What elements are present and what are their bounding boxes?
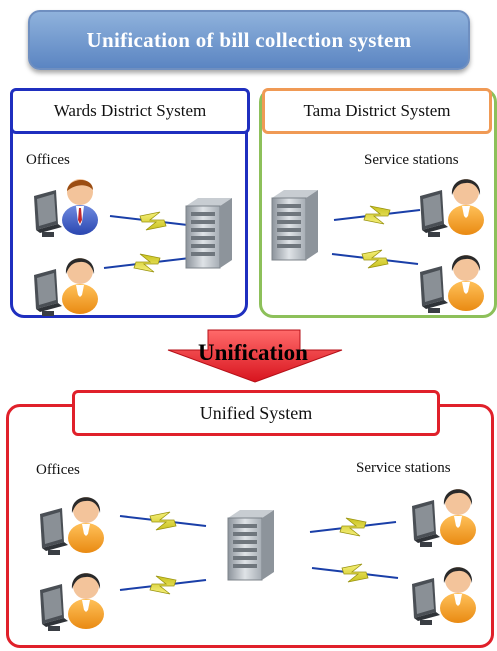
tama-service-stations-caption: Service stations — [364, 152, 459, 168]
page-title: Unification of bill collection system — [28, 10, 470, 70]
service-station-computer-icon — [412, 567, 476, 625]
office-computer-icon — [40, 573, 104, 631]
service-station-computer-icon — [420, 179, 484, 237]
wards-offices-caption: Offices — [26, 152, 70, 168]
wards-district-label: Wards District System — [10, 88, 250, 134]
office-computer-icon — [34, 258, 98, 316]
unified-offices-caption: Offices — [36, 462, 80, 478]
service-station-computer-icon — [420, 255, 484, 313]
office-computer-icon — [34, 179, 98, 237]
office-computer-icon — [40, 497, 104, 555]
service-station-computer-icon — [412, 489, 476, 547]
unified-system-label: Unified System — [72, 390, 440, 436]
server-icon — [271, 189, 319, 261]
wireless-link-icon — [119, 511, 207, 531]
wireless-link-icon — [333, 205, 421, 225]
tama-district-label: Tama District System — [262, 88, 492, 134]
wireless-link-icon — [119, 575, 207, 595]
server-icon — [185, 197, 233, 269]
server-icon — [227, 509, 275, 581]
unification-label: Unification — [198, 340, 308, 365]
wireless-link-icon — [309, 517, 397, 537]
wireless-link-icon — [331, 249, 419, 269]
unified-service-stations-caption: Service stations — [356, 460, 451, 476]
wireless-link-icon — [311, 563, 399, 583]
unification-arrow-icon — [167, 329, 343, 383]
wireless-link-icon — [103, 253, 191, 273]
